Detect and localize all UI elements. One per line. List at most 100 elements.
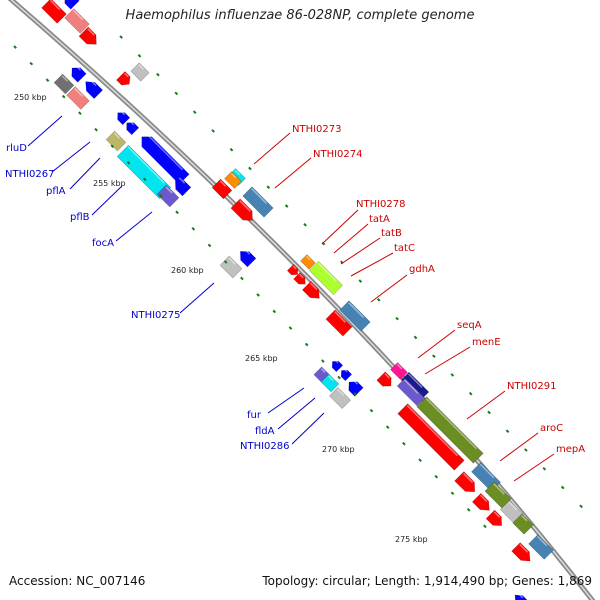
tick-mark-inner-24: [402, 441, 406, 446]
gene-label-seqa[interactable]: seqA: [457, 320, 482, 331]
gene-track: [13, 0, 583, 600]
gene-label-aroc[interactable]: aroC: [540, 423, 563, 434]
leader-gdha: [370, 274, 408, 303]
gene-block-f17-shape: [325, 309, 353, 337]
gene-block-r21-shape: [514, 594, 529, 600]
tick-mark-outer-8: [266, 185, 271, 190]
gene-block-f1: [64, 8, 90, 34]
gene-block-f7: [224, 171, 242, 189]
gene-block-r8-shape: [105, 130, 127, 152]
gene-block-r11: [175, 177, 192, 197]
gene-label-pflb[interactable]: pflB: [70, 212, 90, 223]
gene-block-f30-shape: [512, 513, 534, 535]
gene-block-r20-highlight: [336, 388, 345, 397]
leader-fur: [267, 387, 305, 414]
gene-block-f23-highlight: [406, 405, 459, 457]
gene-label-nthi0278[interactable]: NTHI0278: [356, 199, 406, 210]
kbp-label-265: 265 kbp: [245, 354, 278, 363]
gene-label-fur[interactable]: fur: [247, 410, 262, 421]
tick-mark-outer-2: [156, 72, 160, 77]
gene-block-f22: [416, 396, 484, 464]
leader-nthi0275: [179, 282, 215, 314]
tick-mark-inner-22: [369, 408, 374, 413]
leader-pfla: [69, 157, 101, 190]
gene-block-r9-shape: [141, 136, 190, 185]
gene-label-foca[interactable]: focA: [92, 238, 114, 249]
tick-mark-outer-13: [358, 279, 363, 283]
gene-block-f1-highlight: [72, 9, 84, 21]
gene-block-r4-shape: [53, 73, 75, 95]
gene-block-r8: [105, 130, 127, 152]
tick-mark-outer-16: [413, 335, 418, 340]
gene-block-r18-highlight: [352, 379, 358, 385]
gene-label-pfla[interactable]: pflA: [46, 186, 66, 197]
gene-label-tatb[interactable]: tatB: [381, 228, 402, 239]
gene-block-f19: [376, 371, 392, 387]
gene-label-nthi0274[interactable]: NTHI0274: [313, 149, 363, 160]
gene-label-tata[interactable]: tatA: [369, 214, 390, 225]
tick-mark-inner-7: [126, 160, 131, 165]
tick-mark-outer-22: [524, 448, 528, 452]
gene-block-f30-highlight: [521, 514, 528, 522]
gene-block-r21-highlight: [517, 592, 524, 599]
gene-block-f31: [528, 534, 554, 560]
leader-tatb: [340, 237, 381, 265]
gene-label-tatc[interactable]: tatC: [394, 243, 415, 254]
gene-block-f18-highlight: [396, 363, 403, 370]
kbp-label-255: 255 kbp: [93, 179, 126, 188]
gene-label-nthi0275[interactable]: NTHI0275: [131, 310, 181, 321]
gene-block-f11-highlight: [306, 255, 311, 261]
gene-block-f7-shape: [224, 171, 242, 189]
gene-block-f21-shape: [396, 377, 426, 407]
gene-label-mepa[interactable]: mepA: [556, 444, 585, 455]
leader-pflb: [91, 185, 123, 216]
gene-block-f5: [116, 71, 131, 86]
tick-mark-outer-18: [450, 373, 455, 377]
gene-block-f15-highlight: [309, 282, 318, 291]
gene-block-f16: [339, 300, 371, 332]
gene-block-f31-shape: [528, 534, 554, 560]
gene-block-r10: [116, 144, 172, 200]
tick-mark-inner-4: [78, 111, 82, 116]
gene-label-nthi0286[interactable]: NTHI0286: [240, 441, 290, 452]
gene-block-r13: [240, 248, 257, 268]
gene-block-f11: [300, 254, 316, 270]
gene-block-r5: [66, 86, 90, 110]
gene-block-f29-highlight: [493, 511, 501, 518]
gene-block-f5-highlight: [124, 72, 129, 78]
gene-label-nthi0273[interactable]: NTHI0273: [292, 124, 342, 135]
gene-label-flda[interactable]: fldA: [255, 426, 275, 437]
gene-block-r3-highlight: [88, 78, 97, 87]
gene-block-f3-shape: [41, 0, 67, 24]
gene-block-r14: [219, 255, 243, 279]
gene-block-f12-highlight: [292, 265, 297, 270]
tick-mark-outer-7: [248, 166, 252, 171]
gene-block-r19: [320, 373, 340, 393]
gene-block-f21-highlight: [404, 379, 419, 394]
gene-block-f12-shape: [286, 263, 299, 276]
gene-label-nthi0291[interactable]: NTHI0291: [507, 381, 557, 392]
tick-mark-inner-10: [175, 210, 179, 215]
gene-block-r15-highlight: [334, 359, 339, 364]
gene-block-f2-shape: [78, 26, 97, 45]
gene-label-gdha[interactable]: gdhA: [409, 264, 435, 275]
gene-block-f23: [397, 403, 465, 471]
leader-nthi0273: [253, 132, 291, 165]
tick-mark-inner-0: [13, 45, 17, 49]
gene-block-f29-shape: [485, 509, 502, 526]
gene-block-r3-shape: [85, 81, 104, 100]
gene-block-f2: [78, 26, 97, 45]
gene-label-mene[interactable]: menE: [472, 337, 501, 348]
gene-block-r3: [85, 78, 104, 100]
tick-mark-outer-25: [579, 504, 583, 509]
gene-label-nthi0267[interactable]: NTHI0267: [5, 169, 55, 180]
gene-block-f23-shape: [397, 403, 465, 471]
gene-block-f8-shape: [211, 178, 233, 200]
gene-block-f24-highlight: [479, 463, 495, 479]
gene-label-rlud[interactable]: rluD: [6, 143, 27, 154]
gene-block-r16-highlight: [343, 368, 348, 373]
gene-block-r19-highlight: [328, 375, 334, 381]
gene-block-f4: [130, 62, 150, 82]
gene-block-f17: [325, 309, 353, 337]
gene-block-f22-shape: [416, 396, 484, 464]
